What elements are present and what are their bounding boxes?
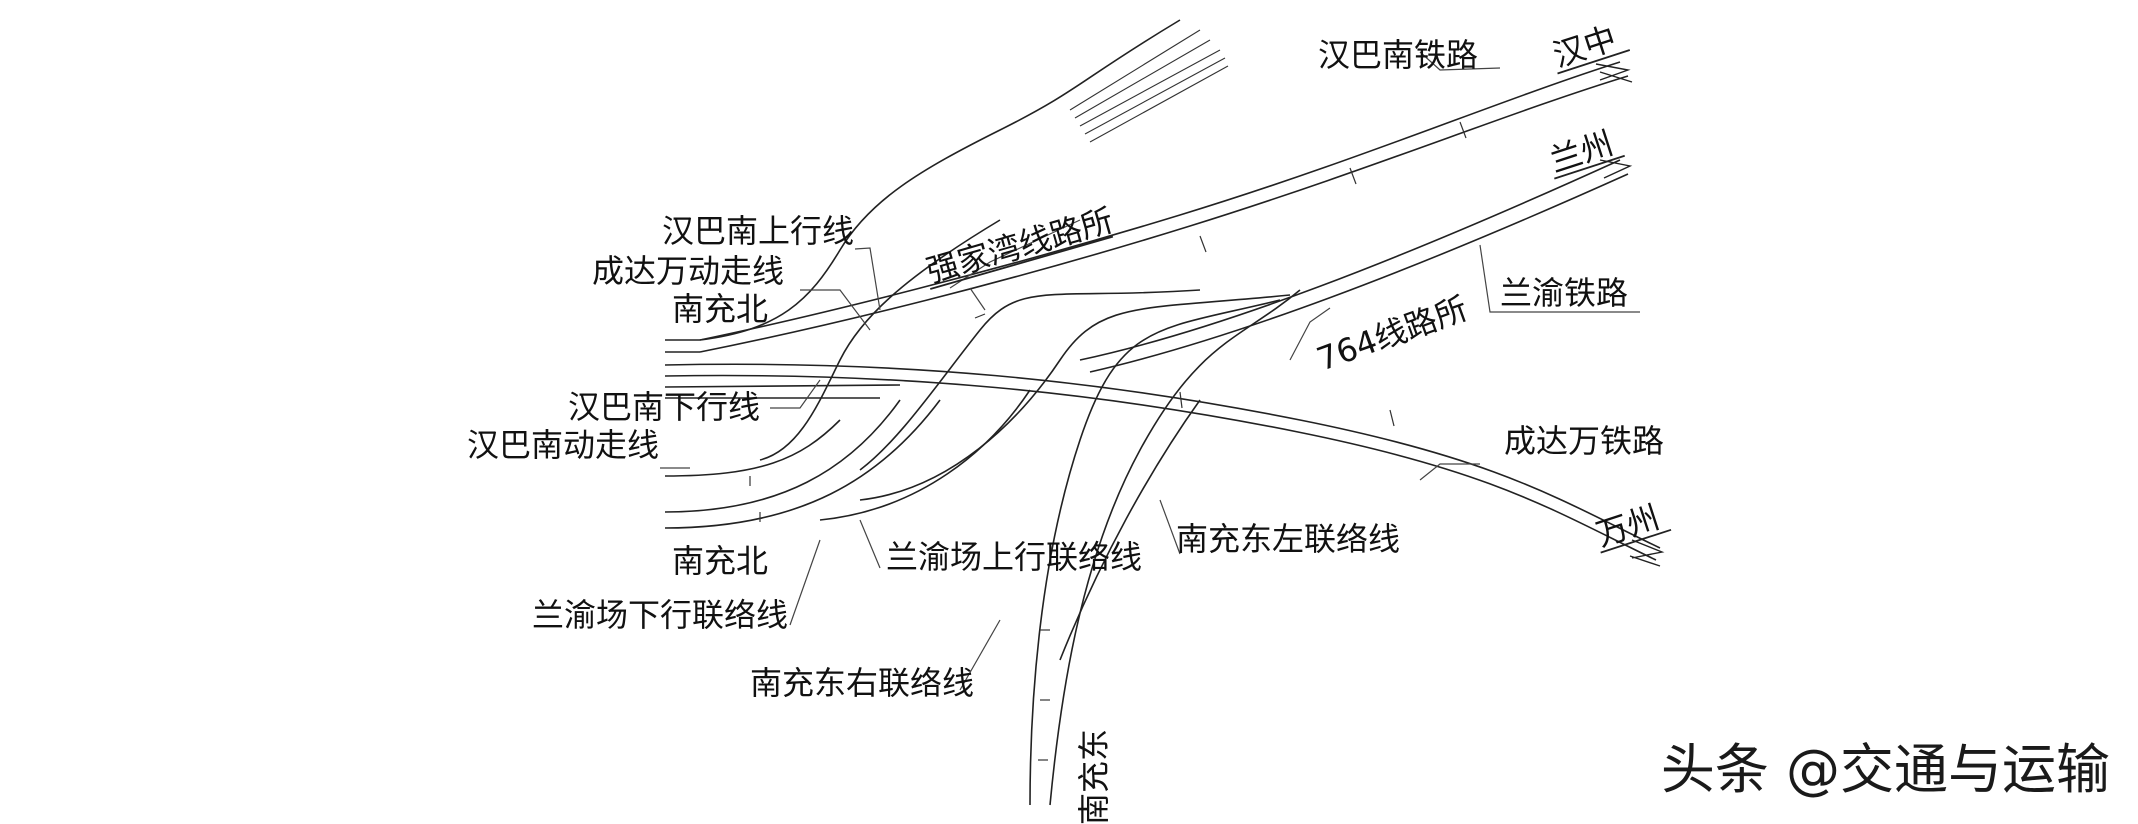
leader-lines bbox=[660, 51, 1640, 691]
upper-yard-track-5 bbox=[1084, 57, 1226, 135]
nanchongbei-bottom-label: 南充北 bbox=[672, 542, 768, 580]
hanba-main-track-1 bbox=[699, 61, 1621, 341]
hanzhong-arrow bbox=[1595, 63, 1633, 83]
lanyu-up-link-track bbox=[859, 294, 1291, 501]
track-network bbox=[664, 19, 1661, 806]
wanzhou-arrow bbox=[1629, 539, 1665, 567]
station-track-7 bbox=[664, 399, 941, 529]
hanba-down-curve bbox=[859, 289, 1201, 471]
watermark: 头条 @交通与运输 bbox=[1660, 738, 2110, 801]
station-track-5 bbox=[664, 419, 841, 477]
nanchongdong-right-link-label: 南充东右联络线 bbox=[750, 664, 974, 702]
hanba-up-curve bbox=[759, 219, 1001, 461]
lanzhou-label: 兰州 bbox=[1545, 124, 1618, 180]
nanchongdong-right-link bbox=[1029, 299, 1281, 806]
diagram-labels: 汉巴南铁路 汉中 兰州 兰渝铁路 强家湾线路所 汉巴南上行线 成达万动走线 南充… bbox=[467, 19, 1672, 824]
direction-arrows bbox=[1595, 63, 1665, 567]
hanba-railway-label: 汉巴南铁路 bbox=[1318, 36, 1478, 74]
station-track-3 bbox=[664, 384, 901, 388]
upper-yard-track-3 bbox=[1074, 39, 1211, 119]
lanyu-down-link-track bbox=[819, 389, 1031, 521]
nanchongdong-left-link-label: 南充东左联络线 bbox=[1176, 520, 1400, 558]
hanba-emu-line-label: 汉巴南动走线 bbox=[467, 426, 659, 464]
lanyu-down-link-label: 兰渝场下行联络线 bbox=[532, 596, 788, 634]
track-ticks bbox=[749, 121, 1467, 761]
upper-yard-track-2 bbox=[1069, 29, 1201, 111]
lanyu-up-link-label: 兰渝场上行联络线 bbox=[886, 538, 1142, 576]
qiangjiawan-label: 强家湾线路所 bbox=[922, 201, 1117, 290]
hanba-up-line-label: 汉巴南上行线 bbox=[662, 212, 854, 250]
upper-yard-track-1 bbox=[699, 19, 1181, 341]
lanyu-railway-label: 兰渝铁路 bbox=[1500, 274, 1628, 312]
upper-yard-track-4 bbox=[1079, 49, 1221, 127]
chengdawan-main-track-1 bbox=[664, 363, 1661, 549]
nanchongdong-left-link bbox=[1049, 289, 1301, 806]
station-track-6 bbox=[664, 399, 901, 513]
upper-yard-track-6 bbox=[1089, 65, 1229, 143]
hanba-main-track-2 bbox=[699, 75, 1629, 353]
xl764-label: 764线路所 bbox=[1312, 289, 1473, 378]
lanzhou-arrow bbox=[1599, 159, 1633, 179]
chengdawan-railway-label: 成达万铁路 bbox=[1504, 422, 1664, 460]
chengdawan-emu-label: 成达万动走线 bbox=[592, 252, 784, 290]
lanyu-track-2 bbox=[1089, 173, 1629, 373]
chengdawan-main-track-2 bbox=[664, 374, 1657, 561]
nanchongdong-label: 南充东 bbox=[1075, 729, 1113, 824]
hanba-down-line-label: 汉巴南下行线 bbox=[568, 388, 760, 426]
lanyu-track-1 bbox=[1079, 159, 1621, 361]
nanchongbei-top-label: 南充北 bbox=[672, 290, 768, 328]
nanchongdong-left-link-2 bbox=[1059, 399, 1201, 661]
